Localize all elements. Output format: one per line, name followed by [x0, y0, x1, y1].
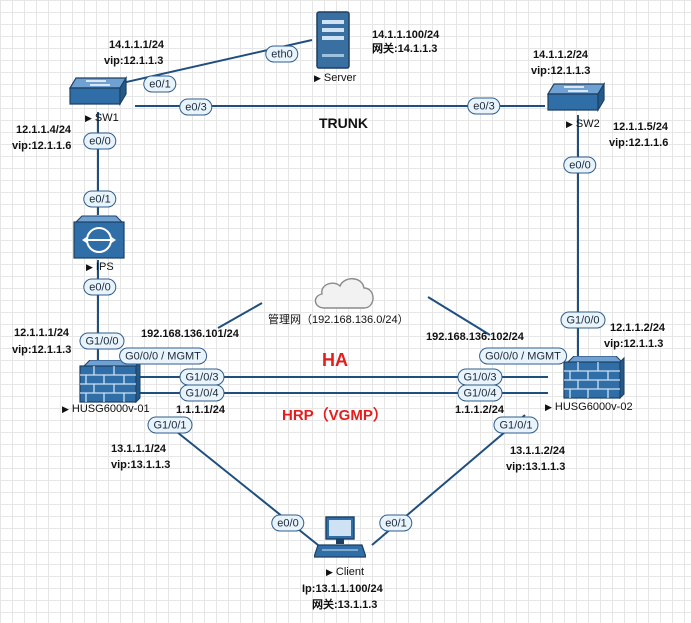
sw2-right-vip: vip:12.1.1.6 — [609, 137, 669, 149]
cloud-label: 管理网（192.168.136.0/24） — [268, 314, 409, 326]
sw1-top-ip: 14.1.1.1/24 — [109, 39, 165, 51]
hrp-label: HRP（VGMP） — [282, 407, 388, 424]
port-sw1-e00[interactable]: e0/0 — [83, 132, 117, 150]
sw2-top-ip: 14.1.1.2/24 — [533, 49, 589, 61]
port-fw2-mgmt[interactable]: G0/0/0 / MGMT — [479, 347, 567, 365]
fw2-name: ▶HUSG6000v-02 — [545, 401, 633, 413]
sw2-top-vip: vip:12.1.1.3 — [531, 65, 591, 77]
port-fw1-g101[interactable]: G1/0/1 — [147, 416, 193, 434]
sw1-left-ip: 12.1.1.4/24 — [16, 124, 72, 136]
port-ips-e01[interactable]: e0/1 — [83, 190, 117, 208]
sw2-right-ip: 12.1.1.5/24 — [613, 121, 669, 133]
port-server-eth0[interactable]: eth0 — [265, 45, 299, 63]
server-ip: 14.1.1.100/24 — [372, 29, 440, 41]
client-ip: Ip:13.1.1.100/24 — [302, 583, 383, 595]
ips-icon[interactable] — [70, 214, 128, 260]
fw2-down-ip: 13.1.1.2/24 — [510, 445, 566, 457]
port-sw1-e01[interactable]: e0/1 — [143, 75, 177, 93]
port-fw2-g101[interactable]: G1/0/1 — [493, 416, 539, 434]
port-sw1-e03[interactable]: e0/3 — [179, 98, 213, 116]
port-fw1-mgmt[interactable]: G0/0/0 / MGMT — [119, 347, 207, 365]
sw2-switch-icon[interactable] — [544, 80, 608, 114]
port-fw1-g103[interactable]: G1/0/3 — [179, 368, 225, 386]
fw2-hrp-ip: 1.1.1.2/24 — [455, 404, 504, 416]
sw1-top-vip: vip:12.1.1.3 — [104, 55, 164, 67]
link-fw1-mgmt — [217, 302, 263, 329]
sw2-name: ▶SW2 — [566, 118, 600, 130]
port-fw1-g104[interactable]: G1/0/4 — [179, 384, 225, 402]
fw2-down-vip: vip:13.1.1.3 — [506, 461, 566, 473]
fw2-up-ip: 12.1.1.2/24 — [610, 322, 666, 334]
port-fw1-g100[interactable]: G1/0/0 — [79, 332, 125, 350]
ips-name: ▶IPS — [86, 261, 114, 273]
port-fw2-g100[interactable]: G1/0/0 — [560, 311, 606, 329]
server-name: ▶Server — [314, 72, 357, 84]
fw1-up-ip: 12.1.1.1/24 — [14, 327, 70, 339]
link-fw2-mgmt — [427, 296, 491, 336]
sw1-name: ▶SW1 — [85, 112, 119, 124]
fw1-firewall-icon[interactable] — [76, 359, 142, 404]
port-client-e00[interactable]: e0/0 — [271, 514, 305, 532]
fw2-mgmt-ip: 192.168.136.102/24 — [426, 331, 524, 343]
fw1-mgmt-ip: 192.168.136.101/24 — [141, 328, 239, 340]
port-ips-e00[interactable]: e0/0 — [83, 278, 117, 296]
fw1-name: ▶HUSG6000v-01 — [62, 403, 150, 415]
port-client-e01[interactable]: e0/1 — [379, 514, 413, 532]
server-gateway: 网关:14.1.1.3 — [372, 43, 438, 55]
fw1-down-ip: 13.1.1.1/24 — [111, 443, 167, 455]
port-fw2-g103[interactable]: G1/0/3 — [457, 368, 503, 386]
port-sw2-e03[interactable]: e0/3 — [467, 97, 501, 115]
fw1-hrp-ip: 1.1.1.1/24 — [176, 404, 225, 416]
server-icon[interactable] — [314, 10, 352, 70]
client-pc-icon[interactable] — [313, 515, 367, 561]
sw1-switch-icon[interactable] — [66, 74, 130, 108]
port-sw2-e00[interactable]: e0/0 — [563, 156, 597, 174]
cloud-icon — [310, 272, 378, 312]
fw1-down-vip: vip:13.1.1.3 — [111, 459, 171, 471]
trunk-label: TRUNK — [319, 115, 368, 131]
fw1-up-vip: vip:12.1.1.3 — [12, 344, 72, 356]
client-gateway: 网关:13.1.1.3 — [312, 599, 378, 611]
fw2-up-vip: vip:12.1.1.3 — [604, 338, 664, 350]
client-name: ▶Client — [326, 566, 365, 578]
ha-label: HA — [322, 350, 348, 370]
fw2-firewall-icon[interactable] — [560, 355, 626, 400]
port-fw2-g104[interactable]: G1/0/4 — [457, 384, 503, 402]
sw1-left-vip: vip:12.1.1.6 — [12, 140, 72, 152]
